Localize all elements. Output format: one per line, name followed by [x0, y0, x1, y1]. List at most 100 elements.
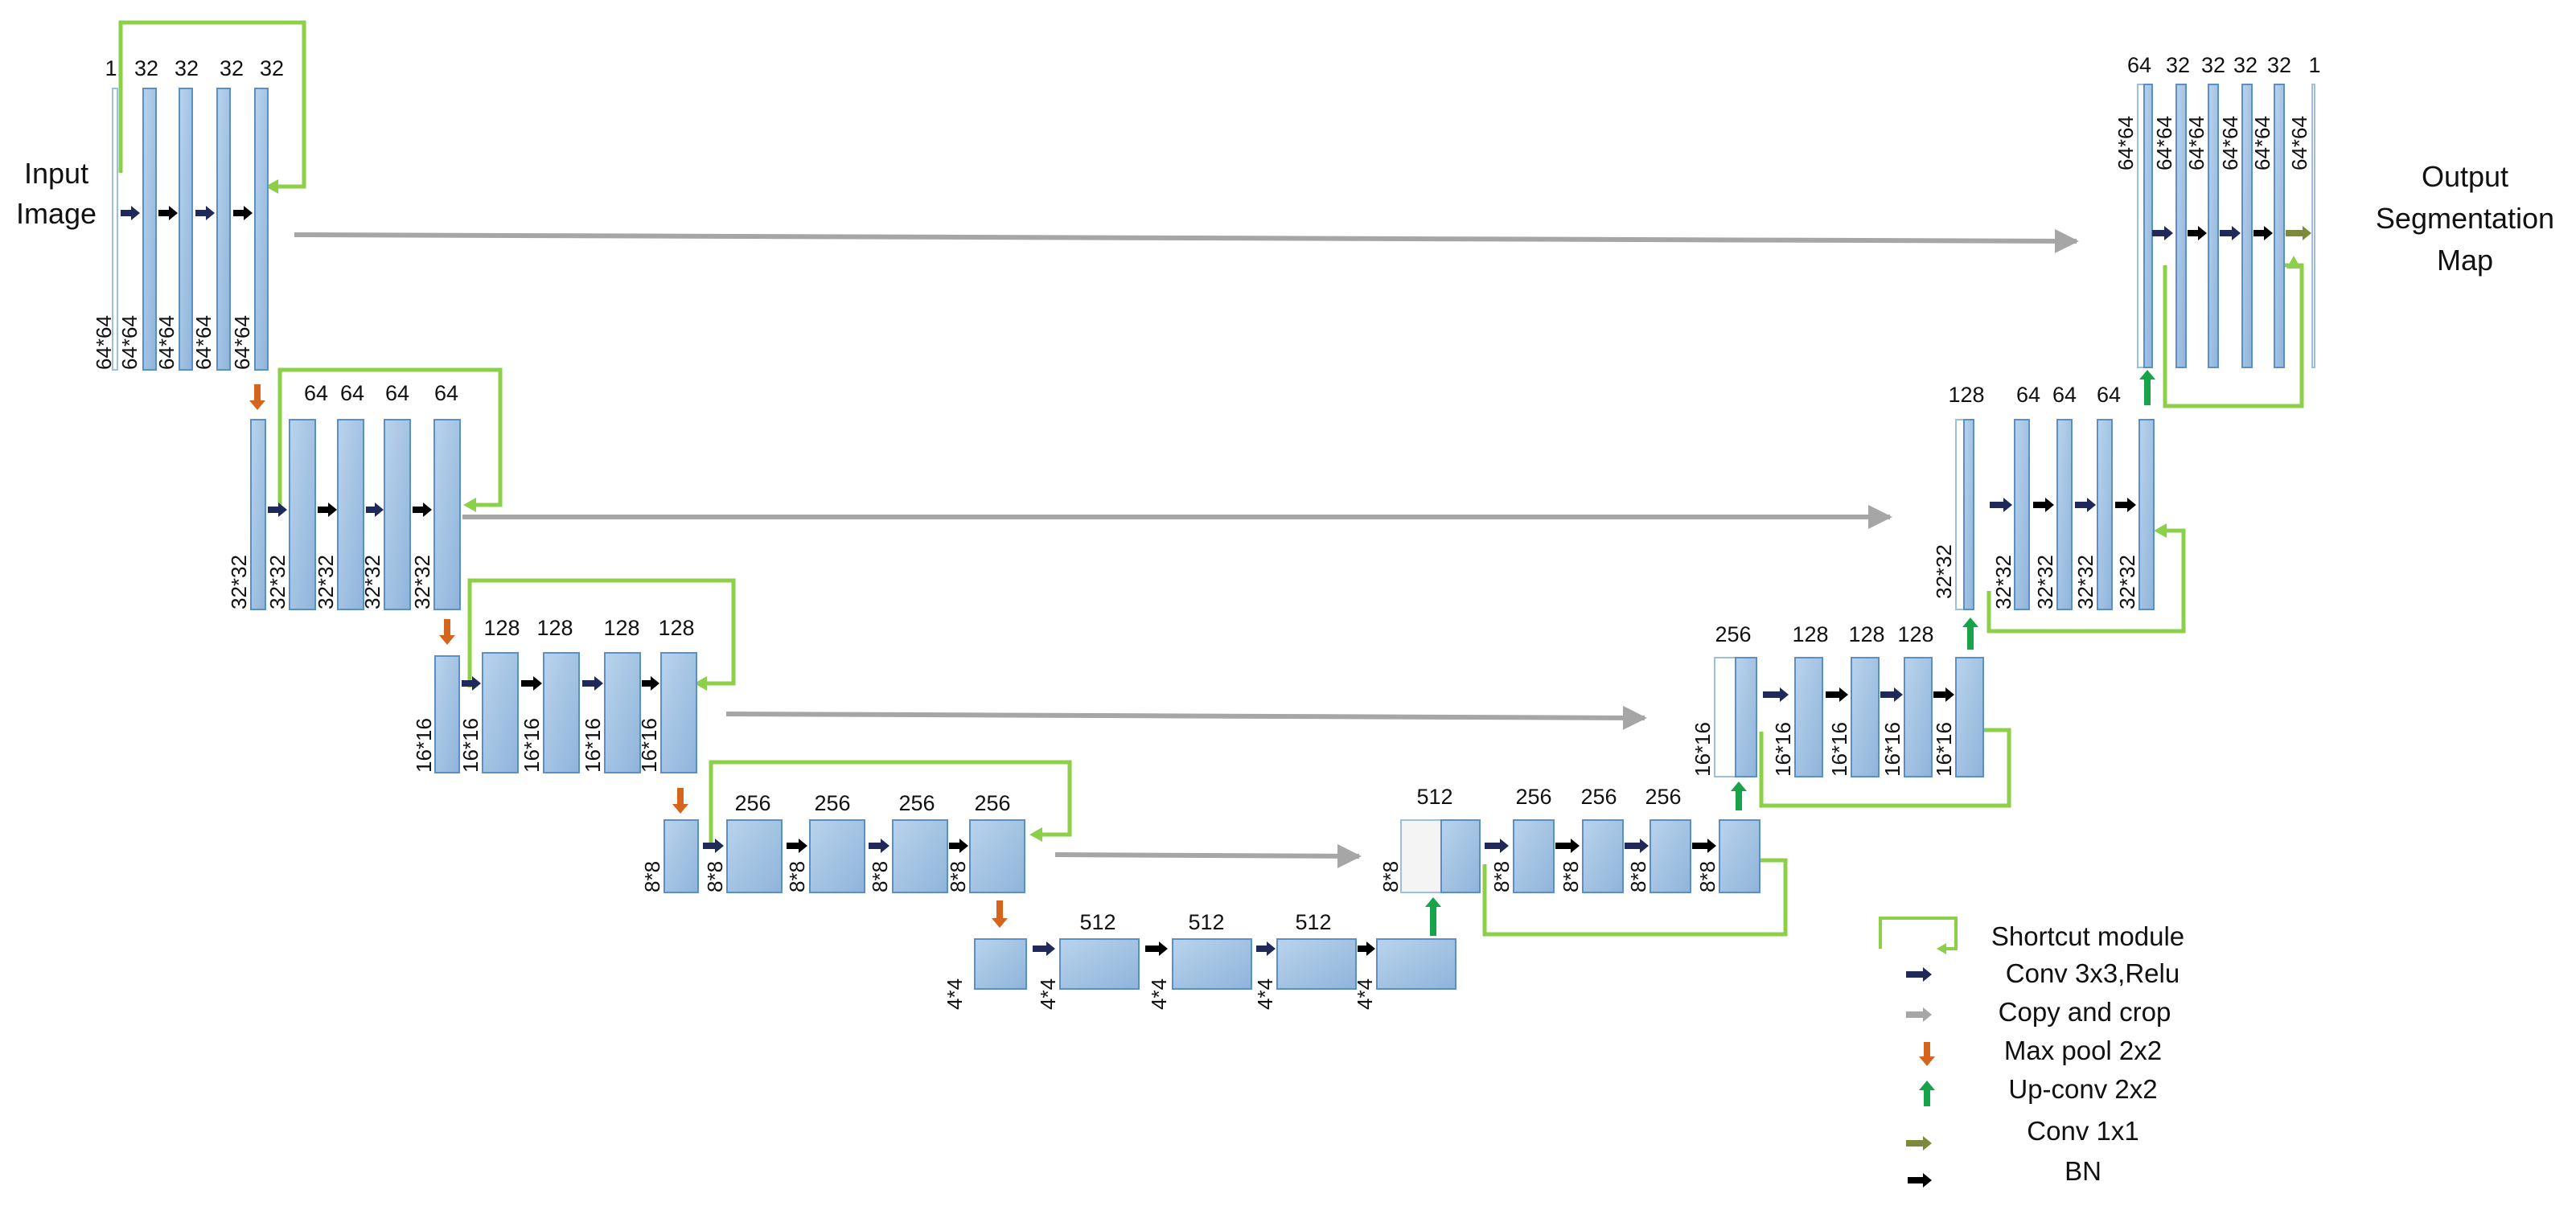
bn-arrow-bottom-2: [1358, 941, 1375, 956]
ch-dec3-0: 256: [1715, 622, 1751, 646]
legend-label-copy: Copy and crop: [1999, 997, 2171, 1027]
block-enc2-1: [289, 419, 316, 610]
size-dec1-3: 64*64: [2218, 116, 2242, 170]
conv-arrow-enc3-2: [582, 676, 603, 691]
ch-enc2-3: 64: [385, 381, 409, 405]
block-enc4-4: [969, 819, 1025, 893]
bn-arrow-enc4-2: [949, 839, 968, 853]
bn-arrow-dec2-2: [2115, 498, 2136, 512]
ch-enc1-2: 32: [175, 56, 199, 80]
shortcut-loops: [118, 20, 2304, 937]
bn-arrow-enc3-2: [642, 676, 659, 691]
copy-arrow-l1: [294, 228, 2079, 253]
shortcut-loop-dec4: [1482, 858, 1788, 937]
ch-dec2-0: 128: [1948, 383, 1984, 407]
bn-arrow-enc4-1: [787, 839, 807, 853]
block-dec1-3: [2241, 84, 2253, 368]
ch-dec4-0: 512: [1416, 785, 1452, 809]
ch-enc2-4: 64: [434, 381, 458, 405]
ch-enc1-3: 32: [220, 56, 244, 80]
input-label: Input Image: [16, 157, 97, 230]
block-bottom-1: [1059, 938, 1140, 990]
conv-arrow-dec2-1: [1990, 498, 2012, 512]
block-dec3-4: [1955, 657, 1984, 777]
block-enc4-1: [726, 819, 783, 893]
operation-arrows: [121, 206, 2311, 956]
input-label-line1: Input: [24, 157, 88, 190]
block-dec1-4: [2274, 84, 2285, 368]
size-dec3-2: 16*16: [1827, 722, 1851, 777]
block-enc3-0: [434, 655, 460, 773]
size-dec3-1: 16*16: [1771, 722, 1795, 777]
bn-arrow-bottom-1: [1145, 941, 1168, 956]
copy-arrow-l4: [1054, 843, 1362, 868]
size-enc2-1: 32*32: [265, 555, 290, 609]
upconv-arrow-1: [2139, 370, 2155, 405]
ch-dec1-2: 32: [2201, 53, 2225, 77]
upconv-arrow-2: [1962, 617, 1978, 650]
bn-arrow-enc1-2: [233, 206, 253, 220]
ch-enc2-2: 64: [340, 381, 364, 405]
size-enc1-4: 64*64: [230, 315, 254, 370]
legend-label-conv: Conv 3x3,Relu: [2006, 958, 2180, 988]
upconv-arrow-4: [1425, 897, 1441, 936]
shortcut-loop-dec3: [1759, 728, 2011, 808]
block-dec2-copy: [1955, 419, 1965, 610]
bn-arrow-dec1-2: [2253, 226, 2273, 240]
block-enc1-2: [179, 88, 193, 371]
size-enc1-1: 64*64: [117, 315, 142, 370]
bn-arrow-enc2-2: [413, 503, 432, 517]
block-dec3-copy: [1714, 657, 1736, 777]
size-enc2-3: 32*32: [360, 555, 384, 609]
ch-enc1-0: 1: [105, 56, 117, 80]
block-dec2-4: [2138, 419, 2155, 610]
size-enc4-4: 8*8: [946, 861, 970, 892]
block-enc3-2: [543, 652, 580, 773]
ch-dec2-3: 64: [2097, 383, 2121, 407]
conv-arrow-dec2-2: [2075, 498, 2096, 512]
size-enc3-0: 16*16: [412, 718, 436, 773]
block-bottom-4: [1376, 938, 1456, 990]
block-dec4-2: [1582, 819, 1624, 893]
block-dec2-1: [2014, 419, 2030, 610]
conv1x1-arrow-icon: [1906, 1136, 1932, 1151]
conv-arrow-bottom-1: [1033, 941, 1055, 956]
block-dec4-up: [1440, 819, 1481, 893]
size-dec1-2: 64*64: [2184, 116, 2208, 170]
size-dec4-2: 8*8: [1559, 861, 1583, 892]
block-dec2-3: [2097, 419, 2113, 610]
conv-arrow-enc4-2: [869, 839, 889, 853]
block-dec4-copy: [1400, 819, 1442, 893]
block-dec1-1: [2175, 84, 2187, 368]
size-dec1-1: 64*64: [2152, 116, 2176, 170]
block-enc2-3: [384, 419, 411, 610]
block-dec4-1: [1513, 819, 1555, 893]
block-dec4-4: [1719, 819, 1760, 893]
block-dec3-up: [1735, 657, 1757, 777]
bn-arrow-dec3-1: [1826, 687, 1848, 702]
size-bottom-4: 4*4: [1353, 978, 1377, 1010]
channel-labels: 1 32 32 32 32 64 64 64 64 128 128 128 12…: [105, 53, 2320, 934]
size-bottom-1: 4*4: [1036, 978, 1060, 1010]
ch-dec4-2: 256: [1580, 785, 1617, 809]
size-bottom-3: 4*4: [1253, 978, 1277, 1010]
ch-dec2-2: 64: [2052, 383, 2077, 407]
ch-enc4-3: 256: [898, 791, 935, 815]
block-bottom-0: [974, 938, 1027, 990]
shortcut-loop-dec2: [1986, 528, 2186, 634]
conv-arrow-dec4-2: [1625, 839, 1649, 853]
ch-dec3-1: 128: [1792, 622, 1828, 646]
conv-arrow-dec4-1: [1485, 839, 1509, 853]
block-dec1-out: [2311, 84, 2315, 368]
block-enc2-2: [337, 419, 364, 610]
block-enc2-0: [250, 419, 266, 610]
size-enc4-3: 8*8: [868, 861, 892, 892]
size-dec3-0: 16*16: [1691, 722, 1715, 777]
ch-bottom-1: 512: [1079, 910, 1115, 934]
ch-dec3-2: 128: [1848, 622, 1884, 646]
copy-crop-arrows: [294, 228, 2079, 868]
block-dec3-1: [1794, 657, 1823, 777]
size-dec4-4: 8*8: [1695, 861, 1719, 892]
ch-dec3-3: 128: [1897, 622, 1933, 646]
block-dec1-2: [2208, 84, 2219, 368]
